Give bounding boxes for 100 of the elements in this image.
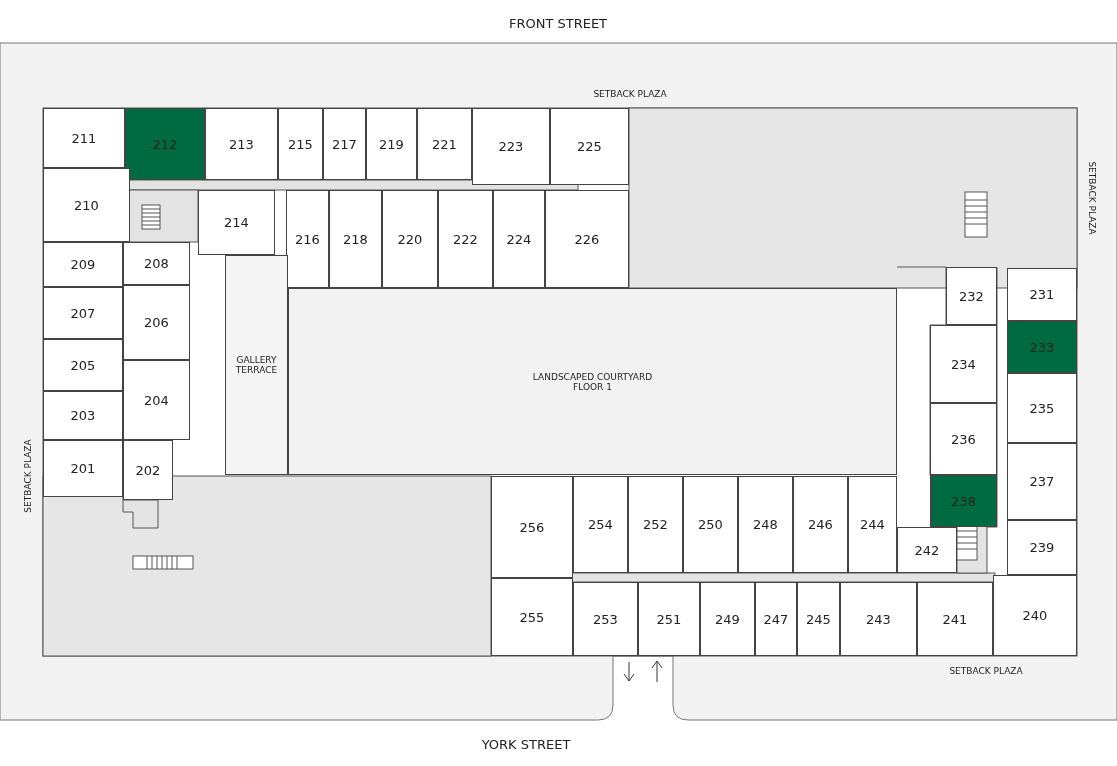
street-name: FRONT STREET xyxy=(508,15,608,31)
unit-number: 231 xyxy=(1029,287,1055,302)
area-box xyxy=(288,288,897,475)
unit-box xyxy=(700,582,755,656)
unit-number: 221 xyxy=(432,136,457,152)
unit-box xyxy=(417,108,472,180)
unit-number: 216 xyxy=(295,231,320,247)
unit-number: 236 xyxy=(951,431,976,447)
unit-box xyxy=(573,476,628,573)
unit-number: 248 xyxy=(753,517,778,532)
unit-number: 244 xyxy=(860,517,885,532)
unit-box xyxy=(840,582,917,656)
unit-box xyxy=(329,190,382,288)
unit-box xyxy=(493,190,545,288)
unit-box xyxy=(797,582,840,656)
area-label: SETBACK PLAZA xyxy=(949,666,1023,676)
unit-number: 224 xyxy=(506,231,532,247)
unit-number: 232 xyxy=(959,288,984,304)
unit-box xyxy=(198,190,275,255)
unit-box xyxy=(793,476,848,573)
unit-box xyxy=(123,360,190,440)
unit-number: 212 xyxy=(152,136,178,152)
area-label: SETBACK PLAZA xyxy=(1087,161,1097,235)
unit-number: 239 xyxy=(1029,540,1055,555)
unit-number: 220 xyxy=(397,231,423,247)
unit-number: 254 xyxy=(588,517,613,532)
unit-number: 206 xyxy=(144,315,169,330)
unit-box xyxy=(278,108,323,180)
unit-number: 242 xyxy=(914,542,940,558)
unit-box xyxy=(43,287,123,339)
unit-box xyxy=(43,108,125,168)
area-label: SETBACK PLAZA xyxy=(23,439,33,513)
unit-number: 209 xyxy=(70,257,96,272)
unit-number: LANDSCAPED COURTYARD FLOOR 1 xyxy=(531,371,654,392)
unit-box xyxy=(491,578,573,656)
unit-box xyxy=(930,475,997,527)
unit-box xyxy=(43,339,123,391)
unit-box xyxy=(738,476,793,573)
unit-box xyxy=(472,108,550,185)
unit-box xyxy=(286,190,329,288)
unit-number: 247 xyxy=(763,611,789,627)
unit-box xyxy=(43,440,123,497)
unit-box xyxy=(491,476,573,578)
unit-number: 201 xyxy=(70,461,96,476)
unit-number: 251 xyxy=(656,611,682,627)
unit-number: 233 xyxy=(1029,339,1055,355)
unit-number: 255 xyxy=(519,609,545,625)
unit-number: 203 xyxy=(70,408,96,423)
unit-box xyxy=(930,403,997,475)
unit-number: 238 xyxy=(951,493,976,509)
unit-number: 256 xyxy=(519,519,545,535)
unit-number: 208 xyxy=(144,256,169,271)
unit-box xyxy=(755,582,797,656)
unit-number: 241 xyxy=(942,611,968,627)
unit-number: 210 xyxy=(74,197,99,213)
unit-number: 211 xyxy=(71,130,97,146)
unit-number: 240 xyxy=(1022,608,1048,623)
unit-number: 219 xyxy=(379,136,404,152)
unit-box xyxy=(323,108,366,180)
unit-box xyxy=(123,440,173,500)
unit-number: 204 xyxy=(144,392,169,408)
unit-box xyxy=(125,108,205,180)
unit-box xyxy=(897,527,957,573)
unit-number: 245 xyxy=(806,611,831,627)
unit-number: 226 xyxy=(574,231,600,247)
unit-box xyxy=(993,575,1077,656)
unit-box xyxy=(573,582,638,656)
unit-box xyxy=(848,476,897,573)
unit-box xyxy=(43,391,123,440)
unit-box xyxy=(123,285,190,360)
unit-box xyxy=(628,476,683,573)
unit-number: GALLERY TERRACE xyxy=(234,355,279,375)
unit-box xyxy=(917,582,993,656)
unit-box xyxy=(438,190,493,288)
unit-number: 202 xyxy=(135,462,161,478)
unit-number: 237 xyxy=(1029,474,1055,489)
unit-box xyxy=(545,190,629,288)
unit-number: 234 xyxy=(951,356,976,372)
unit-box xyxy=(366,108,417,180)
unit-box xyxy=(1007,321,1077,373)
unit-box xyxy=(43,168,130,242)
unit-number: 252 xyxy=(643,517,668,532)
unit-number: 250 xyxy=(698,517,723,532)
unit-box xyxy=(946,267,997,325)
unit-number: 249 xyxy=(715,611,740,627)
unit-box xyxy=(550,108,629,185)
area-box xyxy=(225,255,288,475)
unit-box xyxy=(43,242,123,287)
unit-number: 225 xyxy=(577,139,602,154)
unit-number: 253 xyxy=(593,611,618,627)
unit-number: 207 xyxy=(70,305,96,321)
unit-box xyxy=(1007,268,1077,321)
unit-box xyxy=(638,582,700,656)
unit-box xyxy=(205,108,278,180)
street-name: YORK STREET xyxy=(481,736,571,752)
unit-number: 243 xyxy=(866,611,891,627)
unit-number: 223 xyxy=(498,139,524,154)
unit-number: 214 xyxy=(224,215,249,230)
unit-box xyxy=(683,476,738,573)
unit-box xyxy=(382,190,438,288)
